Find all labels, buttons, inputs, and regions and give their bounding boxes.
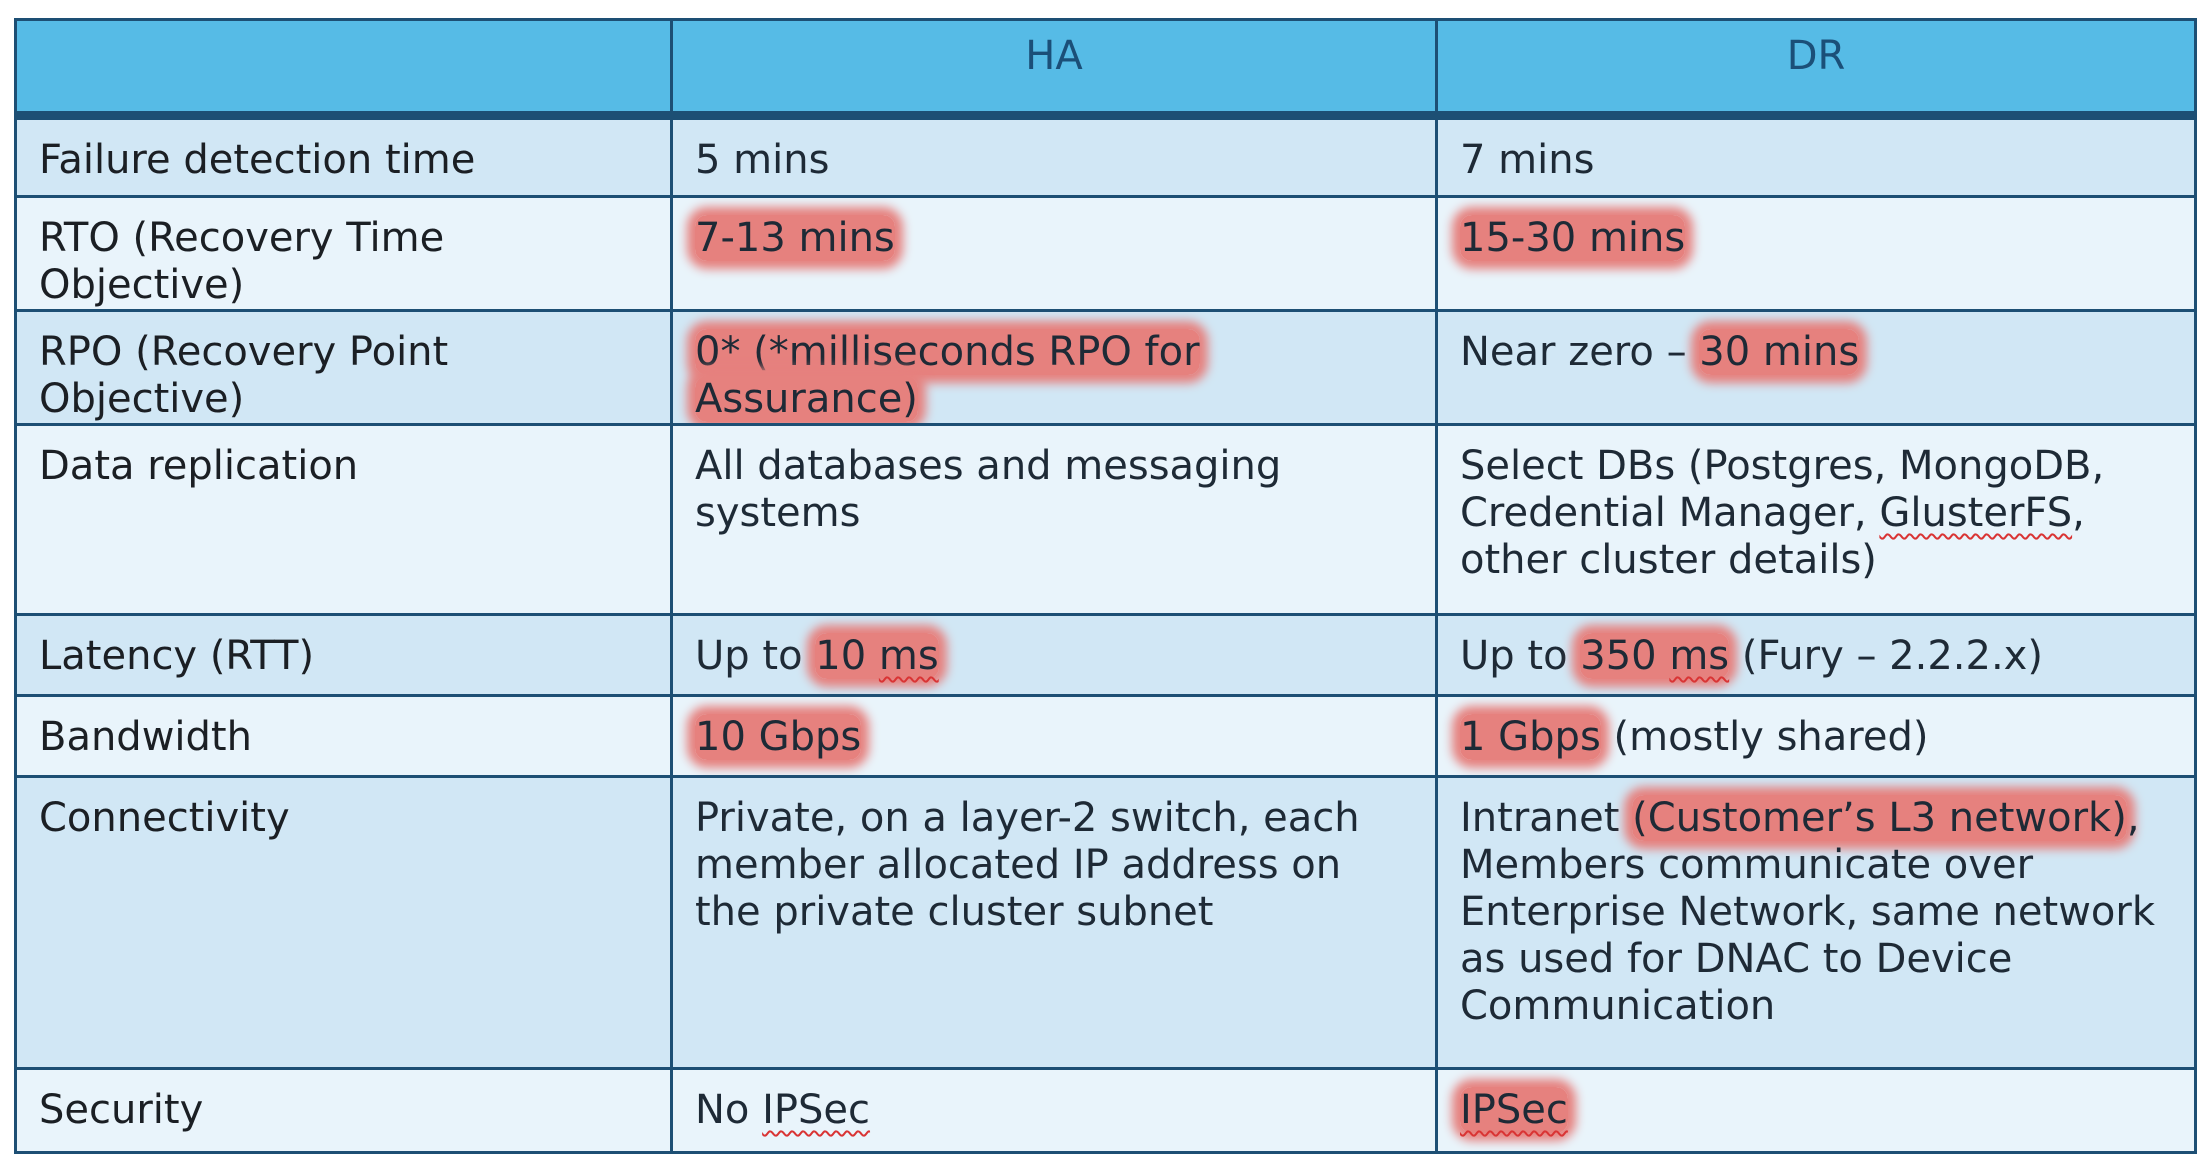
row-failure-detection: Failure detection time 5 mins 7 mins — [14, 114, 2197, 198]
highlight-mark: 7-13 mins — [695, 215, 895, 261]
dr-text: , other cluster details) — [1460, 490, 2085, 583]
row-label: Failure detection time — [14, 114, 673, 198]
highlight-mark: 10 Gbps — [695, 714, 862, 760]
ha-value: 5 mins — [670, 114, 1438, 198]
dr-text: Near zero – — [1460, 329, 1700, 375]
highlight-mark: 30 mins — [1699, 329, 1860, 375]
dr-value: Near zero – 30 mins — [1435, 309, 2197, 426]
ha-value: All databases and messaging systems — [670, 423, 1438, 616]
ha-value: Up to 10 ms — [670, 613, 1438, 697]
dr-text: Select DBs (Postgres, MongoDB, Credentia… — [1460, 443, 2105, 536]
highlight-mark: 1 Gbps — [1460, 714, 1601, 760]
dr-text: (mostly shared) — [1600, 714, 1929, 760]
dr-value: 1 Gbps (mostly shared) — [1435, 694, 2197, 778]
ha-value: 10 Gbps — [670, 694, 1438, 778]
dr-text: (Fury – 2.2.2.x) — [1729, 633, 2043, 679]
row-label: Data replication — [14, 423, 673, 616]
row-label: Security — [14, 1067, 673, 1154]
highlight-mark: 350 ms — [1580, 633, 1730, 679]
dr-value: Up to 350 ms (Fury – 2.2.2.x) — [1435, 613, 2197, 697]
dr-text: , Members communicate over Enterprise Ne… — [1460, 795, 2155, 1029]
dr-text: Intranet — [1460, 795, 1633, 841]
row-rto: RTO (Recovery Time Objective) 7-13 mins … — [14, 195, 2197, 312]
ha-value: No IPSec — [670, 1067, 1438, 1154]
row-label: Latency (RTT) — [14, 613, 673, 697]
ha-value: Private, on a layer-2 switch, each membe… — [670, 775, 1438, 1070]
row-security: Security No IPSec IPSec — [14, 1067, 2197, 1154]
header-ha: HA — [670, 18, 1438, 120]
highlight-mark: 0* (*milliseconds RPO for Assurance) — [695, 329, 1200, 422]
spellcheck-underlined-word: ms — [1669, 633, 1730, 679]
row-rpo: RPO (Recovery Point Objective) 0* (*mill… — [14, 309, 2197, 426]
slide: HA DR Failure detection time 5 mins 7 mi… — [14, 18, 2197, 1154]
highlight-mark: 10 ms — [815, 633, 939, 679]
highlight-mark: 15-30 mins — [1460, 215, 1686, 261]
ha-value: 7-13 mins — [670, 195, 1438, 312]
spellcheck-underlined-word: GlusterFS — [1879, 490, 2073, 536]
row-label: RTO (Recovery Time Objective) — [14, 195, 673, 312]
dr-text: Up to — [1460, 633, 1581, 679]
highlight-number: 10 — [815, 633, 879, 679]
row-data-replication: Data replication All databases and messa… — [14, 423, 2197, 616]
highlight-mark: (Customer’s L3 network) — [1632, 795, 2127, 841]
row-label: Bandwidth — [14, 694, 673, 778]
dr-value: IPSec — [1435, 1067, 2197, 1154]
row-label: RPO (Recovery Point Objective) — [14, 309, 673, 426]
row-connectivity: Connectivity Private, on a layer-2 switc… — [14, 775, 2197, 1070]
dr-value: 7 mins — [1435, 114, 2197, 198]
header-dr: DR — [1435, 18, 2197, 120]
dr-value: Intranet (Customer’s L3 network), Member… — [1435, 775, 2197, 1070]
dr-value: Select DBs (Postgres, MongoDB, Credentia… — [1435, 423, 2197, 616]
spellcheck-underlined-word: ms — [878, 633, 939, 679]
dr-value: 15-30 mins — [1435, 195, 2197, 312]
ha-value: 0* (*milliseconds RPO for Assurance) — [670, 309, 1438, 426]
row-bandwidth: Bandwidth 10 Gbps 1 Gbps (mostly shared) — [14, 694, 2197, 778]
row-label: Connectivity — [14, 775, 673, 1070]
highlight-mark: IPSec — [1460, 1087, 1568, 1133]
spellcheck-underlined-word: IPSec — [762, 1087, 871, 1133]
ha-dr-comparison-table: HA DR Failure detection time 5 mins 7 mi… — [14, 18, 2197, 1154]
header-empty-cell — [14, 18, 673, 120]
header-row: HA DR — [14, 18, 2197, 120]
row-latency: Latency (RTT) Up to 10 ms Up to 350 ms (… — [14, 613, 2197, 697]
highlight-number: 350 — [1580, 633, 1670, 679]
ha-text: No — [695, 1087, 763, 1133]
ha-text: Up to — [695, 633, 816, 679]
